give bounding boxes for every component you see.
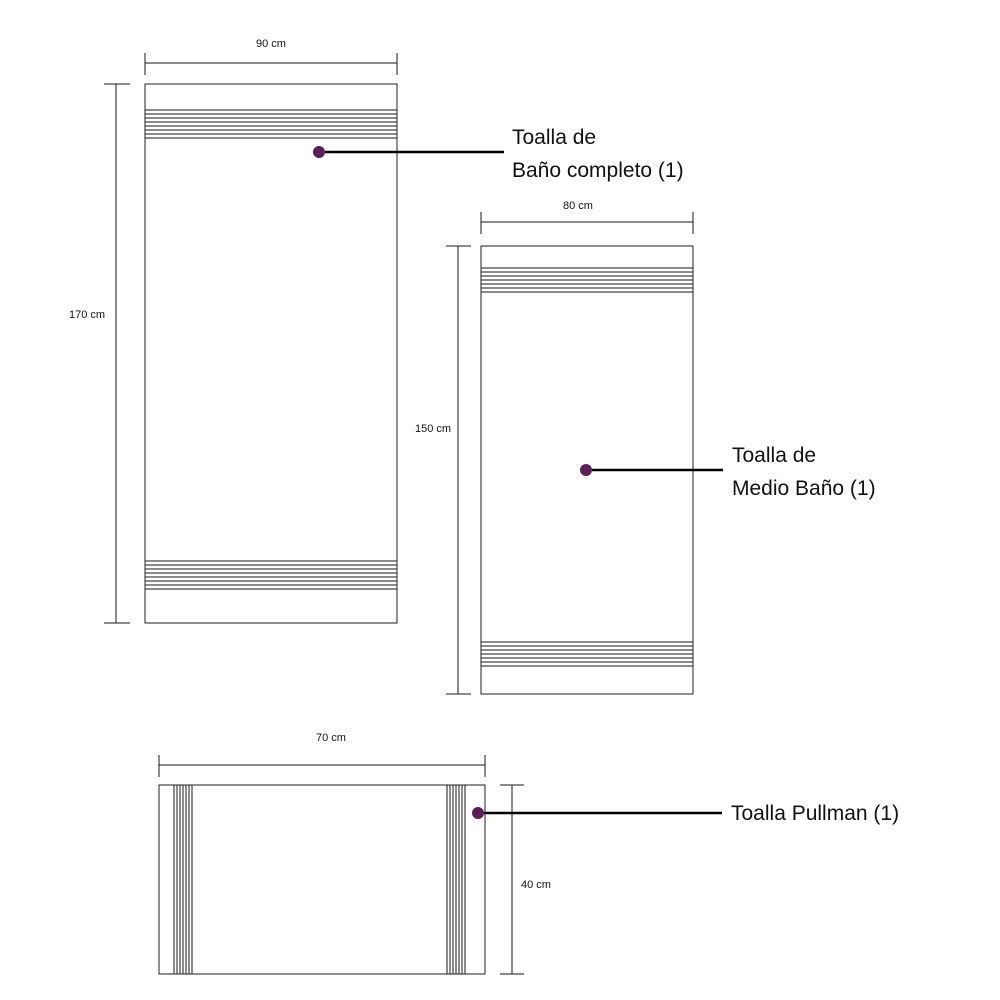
pullman-width-dimension: 70 cm (158, 732, 486, 777)
pullman-towel-outline (158, 784, 486, 975)
pullman-width-label: 70 cm (316, 732, 346, 744)
bath-height-dimension: 170 cm (69, 83, 130, 624)
half-bath-towel-top-stripes (481, 267, 693, 293)
half-bath-callout-dot (580, 464, 592, 476)
bath-width-label: 90 cm (256, 38, 286, 50)
bath-label-line1: Toalla de (512, 126, 596, 149)
half-bath-height-label: 150 cm (415, 423, 451, 435)
half-bath-label-line2: Medio Baño (1) (732, 477, 876, 500)
half-bath-towel-group: 80 cm 150 cm Toalla d (415, 200, 876, 695)
bath-towel-bottom-stripes (145, 560, 397, 590)
bath-towel-group: 90 cm 170 cm (69, 38, 684, 624)
bath-towel-outline (144, 83, 398, 624)
bath-towel-top-stripes (145, 109, 397, 139)
bath-label-line2: Baño completo (1) (512, 159, 684, 182)
bath-width-dimension: 90 cm (144, 38, 398, 75)
pullman-towel-left-stripes (173, 785, 193, 974)
pullman-height-dimension: 40 cm (500, 784, 551, 975)
bath-height-label: 170 cm (69, 309, 105, 321)
half-bath-width-label: 80 cm (563, 200, 593, 212)
bath-callout-dot (313, 146, 325, 158)
pullman-height-label: 40 cm (521, 879, 551, 891)
half-bath-towel-bottom-stripes (481, 641, 693, 667)
pullman-towel-group: 70 cm 40 cm Toalla Pu (158, 732, 899, 975)
half-bath-width-dimension: 80 cm (480, 200, 694, 234)
half-bath-height-dimension: 150 cm (415, 245, 471, 695)
pullman-label-line1: Toalla Pullman (1) (731, 802, 899, 825)
pullman-towel-right-stripes (446, 785, 466, 974)
pullman-callout-dot (472, 807, 484, 819)
half-bath-label-line1: Toalla de (732, 444, 816, 467)
